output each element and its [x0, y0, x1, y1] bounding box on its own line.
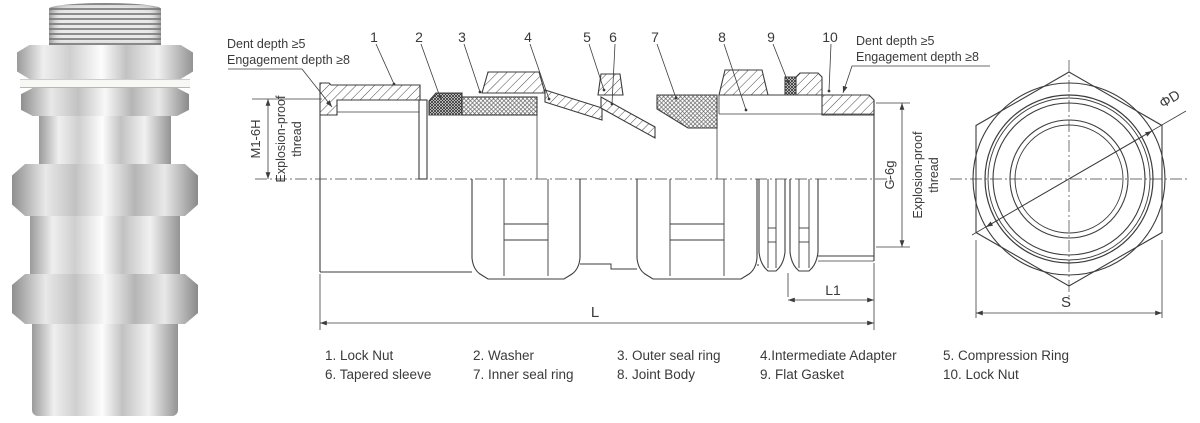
- hex-nut-profile-1: [471, 179, 581, 280]
- callout-4: 4: [524, 29, 532, 45]
- legend-col-5: 5. Compression Ring 10. Lock Nut: [943, 346, 1069, 384]
- photo-hex-nut-2: [12, 274, 198, 324]
- across-flats-dimension: [975, 240, 1163, 318]
- note-left: Dent depth ≥5 Engagement depth ≥8: [227, 37, 350, 108]
- thread-dim-right: G-6g Explosion-proof thread: [876, 102, 941, 248]
- callout-8: 8: [718, 29, 726, 45]
- legend-col-4: 4.Intermediate Adapter 9. Flat Gasket: [760, 346, 897, 384]
- part-adapter-band: [544, 89, 603, 121]
- legend-item-2: 2. Washer: [473, 348, 535, 363]
- thread-spec-left: M1-6H: [248, 119, 263, 158]
- photo-thread-top: [49, 3, 161, 45]
- length-dimensions: [319, 263, 875, 330]
- callout-6: 6: [609, 29, 617, 45]
- thread-spec-right: G-6g: [882, 161, 897, 190]
- legend-item-10: 10. Lock Nut: [943, 367, 1019, 382]
- photo-hex-collar-2: [21, 88, 189, 116]
- part-tapered-sleeve-6: [600, 96, 656, 139]
- note-left-line2: Engagement depth ≥8: [227, 53, 350, 67]
- part-lock-nut-10: [795, 72, 823, 96]
- dim-phiD: ΦD: [1156, 86, 1182, 111]
- part-inner-seal-ring-7: [656, 94, 718, 129]
- note-left-line1: Dent depth ≥5: [227, 37, 305, 51]
- legend-item-9: 9. Flat Gasket: [760, 367, 845, 382]
- legend-item-6: 6. Tapered sleeve: [325, 367, 432, 382]
- callout-9: 9: [767, 29, 775, 45]
- exterior-profile: [319, 100, 875, 280]
- legend-item-7: 7. Inner seal ring: [473, 367, 574, 382]
- thread-label-right-2: thread: [927, 157, 941, 192]
- legend-item-3: 3. Outer seal ring: [617, 348, 721, 363]
- photo-body: [30, 216, 180, 274]
- section-parts: [319, 69, 875, 180]
- part-flat-gasket-9: [784, 76, 797, 96]
- part-outer-seal-ring-3: [461, 96, 538, 116]
- thread-label-left-2: thread: [290, 121, 304, 156]
- diameter-dimension: [971, 110, 1187, 236]
- legend-col-2: 2. Washer 7. Inner seal ring: [473, 346, 574, 384]
- note-right: Dent depth ≥5 Engagement depth ≥8: [842, 34, 990, 94]
- callout-5: 5: [583, 29, 591, 45]
- photo-tail: [32, 324, 178, 416]
- part-lock-nut-1: [319, 82, 421, 116]
- legend-item-1: 1. Lock Nut: [325, 348, 394, 363]
- thread-dim-left: M1-6H Explosion-proof thread: [248, 95, 322, 182]
- part-washer-2: [418, 99, 428, 180]
- end-view: [950, 60, 1188, 318]
- callout-3: 3: [458, 29, 466, 45]
- thread-label-right-1: Explosion-proof: [911, 131, 925, 218]
- legend-col-3: 3. Outer seal ring 8. Joint Body: [617, 346, 721, 384]
- callout-10: 10: [822, 29, 838, 45]
- legend-item-5: 5. Compression Ring: [943, 348, 1070, 363]
- part-compression-ring-5: [597, 73, 624, 96]
- callout-1: 1: [370, 29, 378, 45]
- note-right-line1: Dent depth ≥5: [856, 34, 934, 48]
- hex-nut-profile-2: [636, 179, 758, 280]
- dim-L1: L1: [825, 282, 841, 298]
- thread-label-left-1: Explosion-proof: [274, 95, 288, 182]
- photo-hex-nut-1: [12, 164, 198, 216]
- part-adapter-hex-4: [481, 71, 546, 94]
- part-thread-band: [821, 94, 875, 116]
- hex-nut-profile-3: [758, 179, 786, 272]
- callout-2: 2: [415, 29, 423, 45]
- part-joint-body-hex-8: [718, 69, 769, 96]
- callout-leaders: [375, 43, 832, 112]
- note-right-line2: Engagement depth ≥8: [856, 50, 979, 64]
- callout-7: 7: [651, 29, 659, 45]
- product-photo: [6, 3, 204, 416]
- photo-hex-collar: [17, 45, 193, 79]
- legend-col-1: 1. Lock Nut 6. Tapered sleeve: [325, 346, 431, 384]
- dim-L: L: [591, 304, 599, 321]
- callout-numbers: 1 2 3 4 5 6 7 8 9 10: [370, 29, 838, 45]
- legend-item-8: 8. Joint Body: [617, 367, 696, 382]
- photo-white-gasket: [20, 79, 190, 88]
- part-outer-seal-dark: [428, 92, 463, 116]
- hex-nut-profile-4: [789, 179, 819, 272]
- legend-item-4: 4.Intermediate Adapter: [760, 348, 897, 363]
- dim-S: S: [1061, 294, 1071, 311]
- photo-neck: [39, 116, 171, 164]
